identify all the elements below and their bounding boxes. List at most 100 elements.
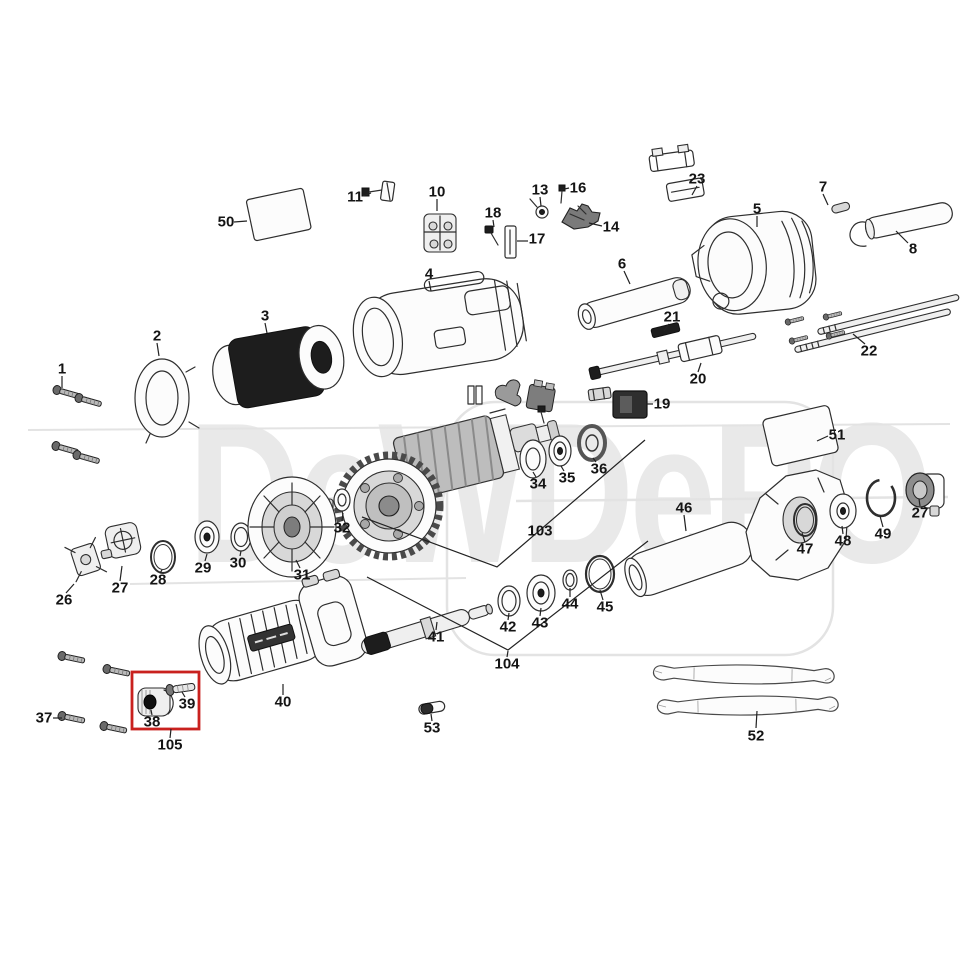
part-7-pin xyxy=(831,201,851,214)
part-43-bearing xyxy=(526,574,556,612)
part-27-brush-cap-left xyxy=(100,522,142,560)
bracket-line xyxy=(366,540,649,651)
leader-line-36 xyxy=(592,457,597,463)
part-3-field-coil xyxy=(212,324,345,409)
part-label-51: 51 xyxy=(829,427,846,444)
part-4-motor-housing xyxy=(352,270,527,378)
part-label-1: 1 xyxy=(58,361,66,378)
leader-line-22 xyxy=(852,333,866,345)
leader-line-23 xyxy=(691,185,698,196)
part-label-27: 27 xyxy=(912,505,929,522)
leader-line-2 xyxy=(156,342,160,357)
part-34-washer xyxy=(519,439,547,479)
leader-line-34 xyxy=(532,471,537,478)
part-label-40: 40 xyxy=(275,694,292,711)
part-label-32: 32 xyxy=(334,520,351,537)
part-37-screws xyxy=(56,650,131,736)
leader-line-38 xyxy=(150,709,153,716)
part-label-45: 45 xyxy=(597,599,614,616)
part-23-brush-holder xyxy=(648,143,705,202)
part-label-34: 34 xyxy=(530,476,547,493)
part-label-44: 44 xyxy=(562,596,579,613)
part-label-16: 16 xyxy=(570,180,587,197)
part-48-bearing xyxy=(829,493,857,529)
part-label-2: 2 xyxy=(153,328,161,345)
part-label-6: 6 xyxy=(618,256,626,273)
leader-line-35 xyxy=(560,465,565,472)
leader-line-104 xyxy=(506,650,509,658)
part-29-bearing xyxy=(194,520,220,554)
part-label-21: 21 xyxy=(664,309,681,326)
leader-line-16 xyxy=(559,187,570,191)
part-10-switch xyxy=(423,213,457,253)
leader-line-26 xyxy=(65,583,75,594)
leader-line-8 xyxy=(895,230,909,244)
part-17-plate xyxy=(504,225,517,259)
part-1-screws xyxy=(50,384,103,467)
leader-line-4 xyxy=(428,280,432,292)
part-label-10: 10 xyxy=(429,184,446,201)
leader-line-45 xyxy=(599,589,604,601)
part-label-39: 39 xyxy=(179,696,196,713)
part-label-13: 13 xyxy=(532,182,549,199)
part-6-tube xyxy=(577,277,691,330)
part-53-pin xyxy=(418,700,446,715)
part-label-37: 37 xyxy=(36,710,53,727)
part-label-35: 35 xyxy=(559,470,576,487)
part-label-28: 28 xyxy=(150,572,167,589)
part-label-5: 5 xyxy=(753,201,761,218)
part-label-19: 19 xyxy=(654,396,671,413)
part-44-o-ring xyxy=(562,569,578,591)
part-label-8: 8 xyxy=(909,241,917,258)
part-label-36: 36 xyxy=(591,461,608,478)
part-26-terminal xyxy=(64,536,108,583)
part-label-3: 3 xyxy=(261,308,269,325)
part-11-screw-terminal xyxy=(361,180,396,202)
part-label-29: 29 xyxy=(195,560,212,577)
part-label-46: 46 xyxy=(676,500,693,517)
part-label-38: 38 xyxy=(144,714,161,731)
part-label-31: 31 xyxy=(294,567,311,584)
leader-line-52 xyxy=(755,710,758,729)
leader-line-21 xyxy=(663,323,670,332)
part-label-53: 53 xyxy=(424,720,441,737)
leader-line-27 xyxy=(918,498,921,507)
part-22-rods xyxy=(784,294,960,353)
part-label-18: 18 xyxy=(485,205,502,222)
part-32-washer xyxy=(333,488,351,512)
leader-line-18 xyxy=(492,219,495,228)
part-13-grommet xyxy=(529,198,549,219)
part-50-label-plate xyxy=(245,187,312,242)
part-label-20: 20 xyxy=(690,371,707,388)
leader-line-13 xyxy=(539,196,542,207)
part-label-30: 30 xyxy=(230,555,247,572)
small-parts-cluster xyxy=(467,379,612,424)
part-label-4: 4 xyxy=(425,266,434,283)
part-label-11: 11 xyxy=(347,189,363,206)
part-label-17: 17 xyxy=(529,231,546,248)
leader-line-46 xyxy=(683,514,687,532)
leader-line-53 xyxy=(430,713,433,722)
part-21-key xyxy=(650,322,681,338)
part-label-42: 42 xyxy=(500,619,517,636)
part-label-50: 50 xyxy=(218,214,235,231)
part-28-o-ring xyxy=(150,540,176,574)
leader-line-3 xyxy=(264,322,268,334)
part-40-side-handle xyxy=(198,568,368,685)
highlight-box xyxy=(130,670,201,731)
leader-line-27 xyxy=(119,565,123,582)
leader-line-11 xyxy=(362,192,372,197)
part-52-wrenches xyxy=(652,662,839,718)
leader-line-31 xyxy=(295,559,301,569)
part-41-spindle xyxy=(361,603,493,655)
part-51-label-plate xyxy=(762,405,839,467)
leader-line-7 xyxy=(822,193,829,206)
part-2-retainer-ring xyxy=(134,358,200,444)
part-label-48: 48 xyxy=(835,533,852,550)
part-label-7: 7 xyxy=(819,179,827,196)
leader-line-105 xyxy=(169,728,172,739)
leader-line-42 xyxy=(507,612,510,621)
